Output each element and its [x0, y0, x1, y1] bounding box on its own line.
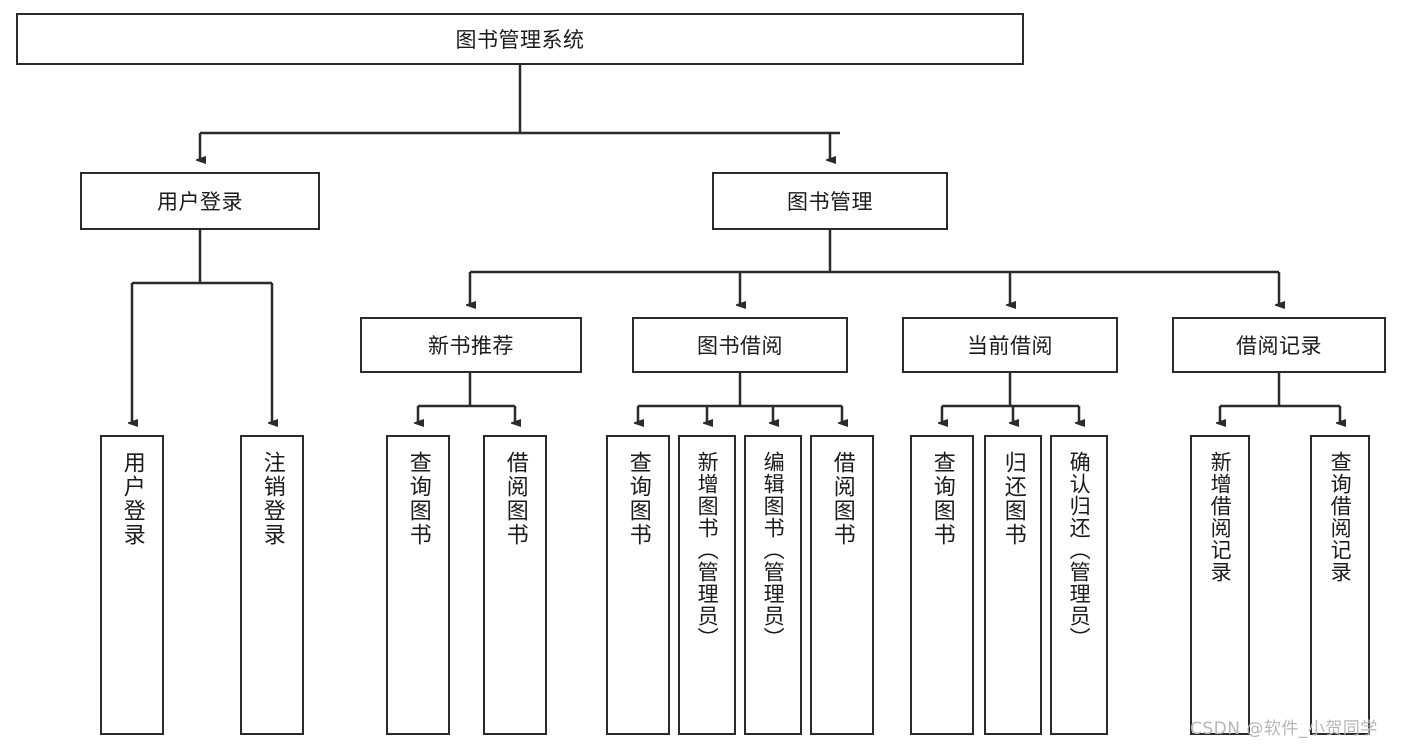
csdn-watermark-text: CSDN @软件_小贺同学 [1190, 719, 1378, 739]
leaf-user-login[interactable]: 用户登录 [100, 435, 164, 735]
node-borrow-record-label: 借阅记录 [1236, 334, 1322, 358]
node-new-book-recommend[interactable]: 新书推荐 [360, 317, 582, 373]
leaf-query-book-1-label: 查询图书 [405, 451, 431, 547]
leaf-add-borrow-record-label: 新增借阅记录 [1208, 451, 1233, 583]
leaf-query-borrow-record[interactable]: 查询借阅记录 [1310, 435, 1370, 735]
node-root[interactable]: 图书管理系统 [16, 13, 1024, 65]
node-current-borrow[interactable]: 当前借阅 [902, 317, 1118, 373]
node-user-login[interactable]: 用户登录 [80, 172, 320, 230]
node-book-manage[interactable]: 图书管理 [712, 172, 948, 230]
leaf-query-book-1[interactable]: 查询图书 [386, 435, 450, 735]
leaf-borrow-book-2-label: 借阅图书 [829, 451, 855, 547]
leaf-add-book-admin-label: 新增图书（管理员） [695, 451, 720, 649]
leaf-confirm-return-admin[interactable]: 确认归还（管理员） [1050, 435, 1108, 735]
leaf-borrow-book-1[interactable]: 借阅图书 [483, 435, 547, 735]
leaf-confirm-return-admin-label: 确认归还（管理员） [1067, 451, 1092, 649]
node-book-manage-label: 图书管理 [787, 190, 873, 214]
leaf-query-book-2[interactable]: 查询图书 [606, 435, 670, 735]
leaf-query-book-3-label: 查询图书 [929, 451, 955, 547]
node-borrow-record[interactable]: 借阅记录 [1172, 317, 1386, 373]
csdn-watermark: CSDN @软件_小贺同学 [1190, 714, 1378, 739]
leaf-query-borrow-record-label: 查询借阅记录 [1328, 451, 1353, 583]
leaf-add-borrow-record[interactable]: 新增借阅记录 [1190, 435, 1250, 735]
leaf-add-book-admin[interactable]: 新增图书（管理员） [678, 435, 736, 735]
node-user-login-label: 用户登录 [157, 190, 243, 214]
leaf-edit-book-admin-label: 编辑图书（管理员） [761, 451, 786, 649]
leaf-borrow-book-2[interactable]: 借阅图书 [810, 435, 874, 735]
leaf-query-book-3[interactable]: 查询图书 [910, 435, 974, 735]
node-book-borrow[interactable]: 图书借阅 [632, 317, 848, 373]
node-book-borrow-label: 图书借阅 [697, 334, 783, 358]
leaf-borrow-book-1-label: 借阅图书 [502, 451, 528, 547]
node-root-label: 图书管理系统 [455, 28, 585, 52]
leaf-edit-book-admin[interactable]: 编辑图书（管理员） [744, 435, 802, 735]
leaf-logout[interactable]: 注销登录 [240, 435, 304, 735]
leaf-query-book-2-label: 查询图书 [625, 451, 651, 547]
node-current-borrow-label: 当前借阅 [967, 334, 1053, 358]
node-new-book-recommend-label: 新书推荐 [428, 334, 514, 358]
leaf-return-book[interactable]: 归还图书 [984, 435, 1042, 735]
leaf-return-book-label: 归还图书 [1000, 451, 1026, 547]
leaf-logout-label: 注销登录 [259, 451, 285, 547]
leaf-user-login-label: 用户登录 [119, 451, 145, 547]
